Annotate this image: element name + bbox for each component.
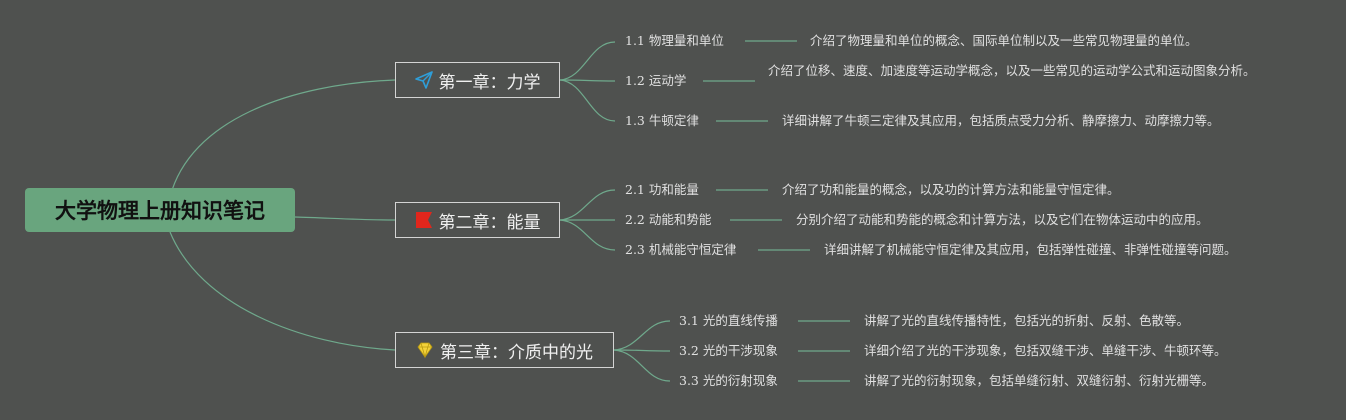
section-1-2-desc: 介绍了位移、速度、加速度等运动学概念，以及一些常见的运动学公式和运动图象分析。	[768, 63, 1256, 78]
root-to-chapter-1-connector	[169, 79, 396, 198]
section-1-2-label[interactable]: 1.2 运动学	[625, 73, 687, 88]
chapter-1-branch-2	[559, 79, 616, 82]
section-2-3-desc: 详细讲解了机械能守恒定律及其应用，包括弹性碰撞、非弹性碰撞等问题。	[824, 242, 1237, 257]
section-3-3-desc: 讲解了光的衍射现象，包括单缝衍射、双缝衍射、衍射光栅等。	[864, 373, 1215, 388]
chapter-3-branch-2	[613, 349, 671, 352]
root-topic[interactable]: 大学物理上册知识笔记	[25, 188, 295, 232]
section-2-2-desc: 分别介绍了动能和势能的概念和计算方法，以及它们在物体运动中的应用。	[796, 212, 1209, 227]
section-1-1-label[interactable]: 1.1 物理量和单位	[625, 33, 724, 48]
section-1-1-desc: 介绍了物理量和单位的概念、国际单位制以及一些常见物理量的单位。	[810, 33, 1198, 48]
section-2-2-label[interactable]: 2.2 动能和势能	[625, 212, 712, 227]
section-3-1-desc: 讲解了光的直线传播特性，包括光的折射、反射、色散等。	[864, 313, 1190, 328]
section-1-3-label[interactable]: 1.3 牛顿定律	[625, 113, 699, 128]
section-1-3-desc: 详细讲解了牛顿三定律及其应用，包括质点受力分析、静摩擦力、动摩擦力等。	[782, 113, 1220, 128]
section-3-2-label[interactable]: 3.2 光的干涉现象	[679, 343, 778, 358]
chapter-2-branch-1	[559, 189, 616, 221]
root-to-chapter-2-connector	[294, 216, 396, 221]
chapter-2-node[interactable]: 第二章：能量	[395, 202, 560, 238]
section-3-1-label[interactable]: 3.1 光的直线传播	[679, 313, 778, 328]
chapter-2-branch-3	[559, 219, 616, 251]
chapter-1-branch-3	[559, 79, 616, 122]
chapter-3-node[interactable]: 第三章：介质中的光	[395, 332, 614, 368]
flag-icon	[415, 211, 433, 229]
paper-plane-icon	[414, 71, 433, 89]
chapter-2-title: 第二章：能量	[438, 212, 541, 233]
chapter-3-branch-1	[613, 320, 671, 351]
section-2-1-desc: 介绍了功和能量的概念，以及功的计算方法和能量守恒定律。	[782, 182, 1120, 197]
root-to-chapter-3-connector	[169, 231, 396, 351]
chapter-1-branch-1	[559, 41, 616, 81]
chapter-3-branch-3	[613, 349, 671, 382]
section-2-1-label[interactable]: 2.1 功和能量	[625, 182, 699, 197]
section-2-3-label[interactable]: 2.3 机械能守恒定律	[625, 242, 737, 257]
chapter-1-node[interactable]: 第一章：力学	[395, 62, 560, 98]
chapter-1-title: 第一章：力学	[438, 72, 541, 93]
diamond-icon	[416, 341, 434, 359]
chapter-3-title: 第三章：介质中的光	[440, 342, 593, 363]
section-3-2-desc: 详细介绍了光的干涉现象，包括双缝干涉、单缝干涉、牛顿环等。	[864, 343, 1227, 358]
section-3-3-label[interactable]: 3.3 光的衍射现象	[679, 373, 778, 388]
root-title: 大学物理上册知识笔记	[55, 199, 265, 223]
